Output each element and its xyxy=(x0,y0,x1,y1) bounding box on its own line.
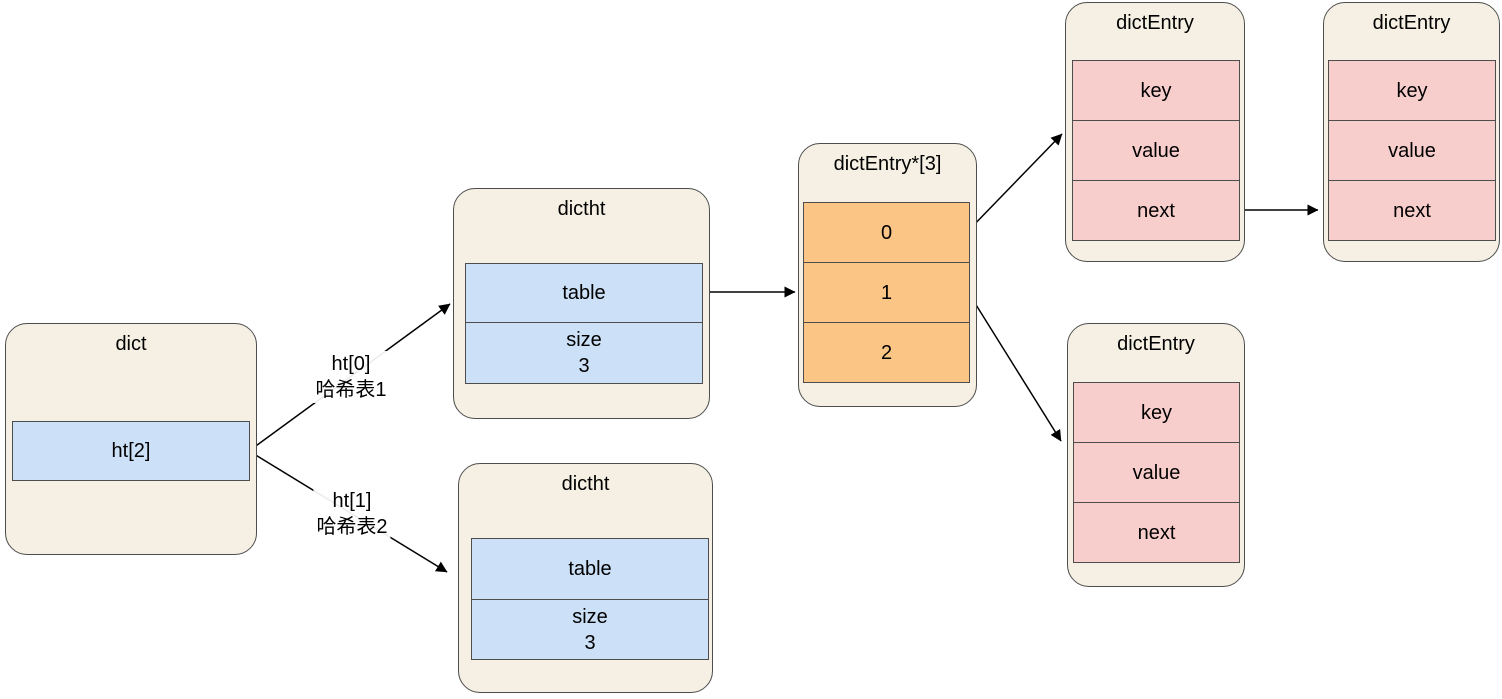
cell-dictht-bottom-size-label: size xyxy=(572,605,608,628)
cell-dictht-bottom-size-value: 3 xyxy=(584,631,596,654)
node-bucket-array-title: dictEntry*[3] xyxy=(833,153,942,175)
cell-entry-top2-value: value xyxy=(1328,120,1496,181)
cell-entry-top1-key-label: key xyxy=(1140,79,1172,102)
edge-label-ht1-line1: ht[1] xyxy=(332,490,372,512)
cell-dictht-top-size: size 3 xyxy=(465,322,703,384)
cell-entry-top2-next: next xyxy=(1328,180,1496,241)
cell-entry-top2-next-label: next xyxy=(1393,199,1431,222)
cell-entry-top1-value-label: value xyxy=(1132,139,1180,162)
cell-entry-bottom-value-label: value xyxy=(1132,461,1181,484)
cell-entry-bottom-next: next xyxy=(1073,502,1240,563)
node-dictentry-bottom: dictEntry key value next xyxy=(1067,323,1245,587)
cell-entry-top1-next: next xyxy=(1072,180,1240,241)
cell-slot-2: 2 xyxy=(803,322,970,383)
cell-entry-bottom-key: key xyxy=(1073,382,1240,443)
cell-entry-top1-key: key xyxy=(1072,60,1240,121)
edge-label-ht0-line2: 哈希表1 xyxy=(315,379,387,401)
cell-slot-1: 1 xyxy=(803,262,970,323)
node-dictht-bottom-title: dictht xyxy=(561,473,610,495)
cell-entry-top1-next-label: next xyxy=(1137,199,1175,222)
cell-dictht-top-table-label: table xyxy=(562,282,606,304)
cell-entry-top2-value-label: value xyxy=(1388,139,1436,162)
node-bucket-array: dictEntry*[3] 0 1 2 xyxy=(798,143,977,407)
node-dictentry-top-2: dictEntry key value next xyxy=(1323,2,1500,262)
cell-dictht-bottom-size: size 3 xyxy=(471,599,709,660)
node-dictentry-top-1: dictEntry key value next xyxy=(1065,2,1245,262)
cell-entry-top2-key-label: key xyxy=(1396,79,1428,102)
node-dictht-top: dictht table size 3 xyxy=(453,188,710,419)
node-dictentry-top-1-title: dictEntry xyxy=(1116,12,1194,34)
edge-slot0-to-entry-top1 xyxy=(967,133,1063,232)
cell-entry-bottom-next-label: next xyxy=(1137,521,1176,544)
cell-entry-top2-key: key xyxy=(1328,60,1496,121)
edge-label-ht0: ht[0] 哈希表1 xyxy=(312,351,390,403)
cell-ht2: ht[2] xyxy=(12,421,250,481)
node-dictht-bottom: dictht table size 3 xyxy=(458,463,713,693)
edge-label-ht0-line1: ht[0] xyxy=(331,353,371,375)
cell-dictht-bottom-table-label: table xyxy=(568,558,612,580)
cell-entry-top1-value: value xyxy=(1072,120,1240,181)
cell-entry-bottom-key-label: key xyxy=(1140,401,1173,424)
cell-slot-2-label: 2 xyxy=(880,341,893,364)
node-dictentry-bottom-title: dictEntry xyxy=(1117,333,1195,355)
cell-dictht-bottom-table: table xyxy=(471,538,709,600)
cell-slot-1-label: 1 xyxy=(880,281,893,304)
cell-slot-0-label: 0 xyxy=(880,221,893,244)
node-dictentry-top-2-title: dictEntry xyxy=(1372,12,1451,34)
cell-entry-bottom-value: value xyxy=(1073,442,1240,503)
node-dict-title: dict xyxy=(115,333,147,355)
edge-slot1-to-entry-bottom xyxy=(967,291,1062,442)
cell-slot-0: 0 xyxy=(803,202,970,263)
edge-label-ht1: ht[1] 哈希表2 xyxy=(313,488,391,540)
cell-dictht-top-table: table xyxy=(465,263,703,323)
cell-ht2-label: ht[2] xyxy=(111,440,151,462)
cell-dictht-top-size-value: 3 xyxy=(578,355,590,377)
edge-label-ht1-line2: 哈希表2 xyxy=(316,516,388,538)
node-dict: dict ht[2] xyxy=(5,323,257,555)
node-dictht-top-title: dictht xyxy=(557,198,606,220)
cell-dictht-top-size-label: size xyxy=(566,329,602,351)
